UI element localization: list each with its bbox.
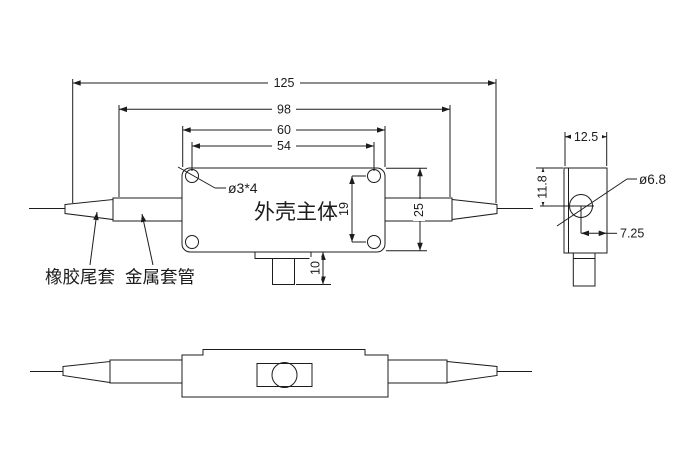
metal-sleeve-left xyxy=(112,197,183,222)
body-profile xyxy=(181,349,389,398)
metal-sleeve-left xyxy=(109,359,183,384)
dim-text-bg xyxy=(272,140,296,152)
dim-body-thickness: 12.5 xyxy=(574,130,598,144)
dim-housing-width: 25 xyxy=(412,203,426,217)
dim-rotated: 19 xyxy=(337,198,351,220)
dim-text-bg xyxy=(536,172,549,202)
dim-hole-pitch-horizontal: 54 xyxy=(277,139,291,153)
part-labels: 橡胶尾套 金属套管 xyxy=(45,211,195,287)
mounting-hole-bottom-left xyxy=(185,235,199,249)
connector-flange xyxy=(256,363,313,387)
dim-text-bg xyxy=(309,257,322,279)
hole-dia-leader xyxy=(556,178,628,227)
rubber-boot-right xyxy=(446,360,498,384)
main-view-dimensions: 125 98 60 54 19 25 xyxy=(72,76,497,285)
mounting-hole-bottom-right xyxy=(367,235,381,249)
dim-stub-height: 10 xyxy=(309,261,323,275)
dim-hole-from-top: 11.8 xyxy=(536,175,550,198)
metal-sleeve-right xyxy=(387,359,448,384)
dim-sleeve-span: 98 xyxy=(277,102,291,116)
side-view: 12.5 11.8 ø6.8 7.25 xyxy=(536,130,666,287)
dim-text-bg xyxy=(413,199,425,221)
bottom-flange xyxy=(254,251,312,259)
dim-text-bg xyxy=(571,131,602,143)
dim-rotated: 25 xyxy=(412,199,426,221)
metal-sleeve-leader xyxy=(140,213,154,266)
dim-text-bg xyxy=(272,124,296,136)
rubber-boot-right xyxy=(451,198,498,221)
dim-hole-from-edge: 7.25 xyxy=(620,227,644,241)
rubber-boot-leader xyxy=(89,211,99,266)
dim-hole-pitch-vertical: 19 xyxy=(337,202,351,216)
connector-hole xyxy=(271,362,298,388)
hole-callout-leader xyxy=(177,166,216,189)
hole-callout: ø3*4 xyxy=(228,180,258,196)
dim-hole-diameter: ø6.8 xyxy=(639,172,666,187)
dim-housing-length: 60 xyxy=(277,123,291,137)
bottom-view xyxy=(30,349,532,398)
metal-sleeve-label: 金属套管 xyxy=(125,267,195,287)
dim-rotated: 11.8 xyxy=(536,172,550,202)
dim-overall-length: 125 xyxy=(274,76,295,90)
dim-text-bg xyxy=(268,77,300,89)
dim-text-bg xyxy=(272,103,296,115)
main-view: 外壳主体 xyxy=(29,167,533,285)
housing-label: 外壳主体 xyxy=(254,201,338,224)
rubber-boot-left xyxy=(62,360,111,384)
bottom-stub xyxy=(272,258,295,285)
side-bottom-stub xyxy=(572,252,596,287)
rubber-boot-label: 橡胶尾套 xyxy=(45,267,115,287)
dim-text-bg xyxy=(338,198,350,220)
dim-rotated: 10 xyxy=(309,257,323,279)
